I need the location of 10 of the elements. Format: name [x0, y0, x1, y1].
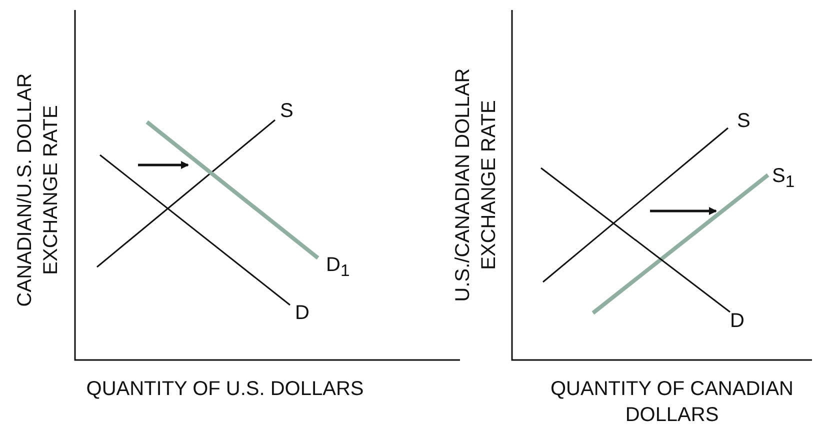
axis-title: QUANTITY OF U.S. DOLLARS: [85, 377, 365, 402]
curve-label: S: [280, 99, 294, 124]
axis-title: QUANTITY OF CANADIAN DOLLARS: [550, 377, 794, 428]
curve-label: D: [295, 301, 310, 326]
curve-label: D$_{1}$: [326, 253, 350, 282]
curve-label: S: [737, 109, 750, 134]
curve-label: S$_{1}$: [772, 164, 795, 193]
axis-title: U.S./CANADIAN DOLLAR EXCHANGE RATE: [451, 67, 501, 304]
axis-title: CANADIAN/U.S. DOLLAR EXCHANGE RATE: [13, 72, 63, 309]
curve-label: D: [730, 309, 744, 334]
